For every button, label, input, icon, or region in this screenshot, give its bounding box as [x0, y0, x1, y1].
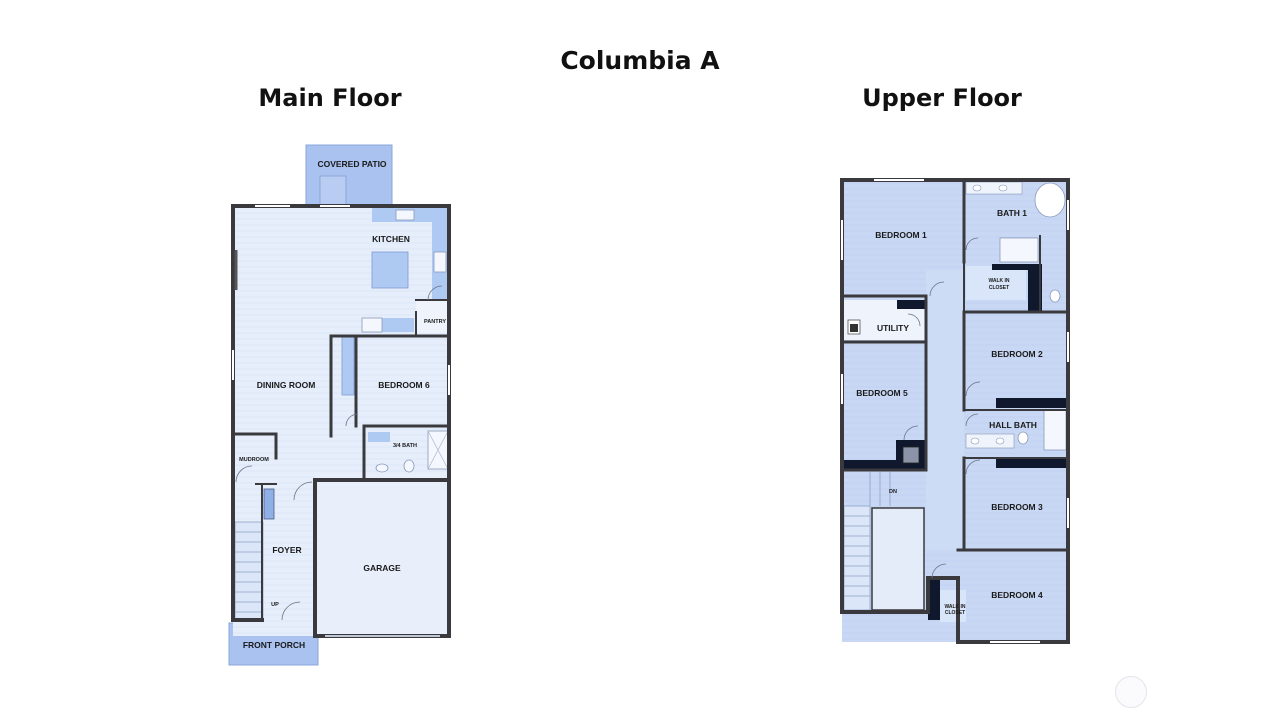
- label-bedroom-1: BEDROOM 1: [875, 230, 927, 240]
- covered-patio-area: [305, 144, 393, 207]
- bath-34-sink: [375, 463, 389, 473]
- main-floor-windows: [232, 205, 450, 637]
- hall-bath-sink-a: [970, 437, 980, 445]
- label-bedroom-3: BEDROOM 3: [991, 502, 1043, 512]
- bath-34-toilet: [403, 459, 415, 473]
- label-bedroom-5: BEDROOM 5: [856, 388, 908, 398]
- upper-dark-closets: [842, 264, 1066, 620]
- walk-in-closet-4: [940, 590, 966, 622]
- upper-floor-doors: [903, 237, 981, 579]
- label-walk-in-closet-4-line2: CLOSET: [945, 610, 965, 616]
- main-floor-plan: COVERED PATIO KITCHEN PANTRY DINING ROOM…: [228, 144, 451, 666]
- kitchen-range: [433, 251, 447, 273]
- label-bath-1: BATH 1: [997, 208, 1027, 218]
- upper-hallway: [926, 270, 964, 550]
- fridge: [361, 317, 383, 333]
- kitchen-sink: [395, 209, 415, 221]
- label-dining-room: DINING ROOM: [257, 380, 316, 390]
- label-mudroom: MUDROOM: [239, 457, 269, 463]
- bath-34-vanity: [368, 432, 390, 442]
- walk-in-closet-1: [966, 266, 1026, 300]
- label-stairs-up: UP: [271, 602, 279, 608]
- label-bath-34: 3/4 BATH: [393, 443, 417, 449]
- mudroom-bench: [263, 488, 275, 520]
- bath-34-shower-x: [427, 430, 449, 470]
- hall-bath-tub: [1043, 409, 1067, 451]
- hall-bath-vanity: [965, 433, 1015, 449]
- upper-floor-windows: [841, 179, 1069, 643]
- kitchen-island: [371, 251, 409, 289]
- bath-1-tub: [1034, 182, 1066, 218]
- label-walk-in-closet-4-line1: WALK IN: [944, 604, 965, 610]
- upper-floor-plan: BEDROOM 1 BATH 1 WALK IN CLOSET UTILITY …: [840, 178, 1070, 644]
- plan-title: Columbia A: [560, 46, 720, 75]
- bath-1-shower: [999, 237, 1039, 263]
- bath-1-sink-b: [998, 184, 1008, 192]
- label-bedroom-4: BEDROOM 4: [991, 590, 1043, 600]
- label-foyer: FOYER: [272, 545, 301, 555]
- upper-floor-title: Upper Floor: [862, 84, 1022, 112]
- stair-opening: [871, 507, 925, 611]
- label-bedroom-6: BEDROOM 6: [378, 380, 430, 390]
- bath-1-toilet: [1049, 289, 1061, 303]
- hall-bath-sink-b: [995, 437, 1005, 445]
- upper-stairs: [843, 472, 891, 611]
- label-bedroom-2: BEDROOM 2: [991, 349, 1043, 359]
- patio-step: [319, 175, 347, 207]
- label-kitchen: KITCHEN: [372, 234, 410, 244]
- hall-bath-toilet: [1017, 431, 1029, 445]
- label-garage: GARAGE: [363, 563, 401, 573]
- label-hall-bath: HALL BATH: [989, 420, 1037, 430]
- main-stairs: [234, 521, 264, 621]
- corner-circle-mark: [1115, 676, 1147, 708]
- hvac-unit: [902, 446, 920, 464]
- label-walk-in-closet-1-line1: WALK IN: [988, 278, 1009, 284]
- main-floor-doors: [235, 285, 443, 621]
- label-front-porch: FRONT PORCH: [243, 640, 305, 650]
- bath-1-sink-a: [972, 184, 982, 192]
- bedroom-6-closet: [341, 336, 355, 396]
- main-floor-title: Main Floor: [258, 84, 402, 112]
- label-walk-in-closet-1-line2: CLOSET: [989, 285, 1009, 291]
- garage-floor: [315, 472, 449, 636]
- label-pantry: PANTRY: [424, 319, 446, 325]
- washer-dark: [850, 324, 858, 332]
- label-stairs-dn: DN: [889, 489, 897, 495]
- pantry-space: [416, 300, 449, 333]
- label-covered-patio: COVERED PATIO: [317, 159, 386, 169]
- label-utility: UTILITY: [877, 323, 909, 333]
